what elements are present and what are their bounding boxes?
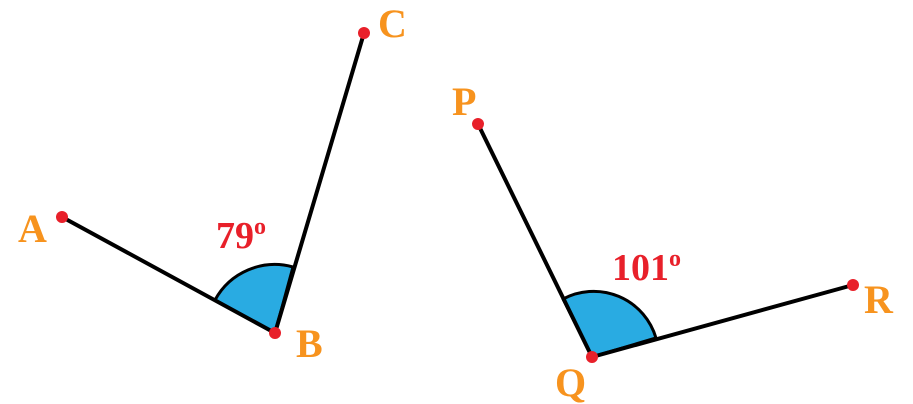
ray-bc <box>273 31 366 335</box>
label-a: A <box>18 206 47 251</box>
angle-b-sector <box>213 263 295 335</box>
label-r: R <box>864 277 894 322</box>
point-q <box>586 351 598 363</box>
point-c <box>358 27 370 39</box>
ray-ba <box>60 215 277 335</box>
ray-qp <box>476 122 594 359</box>
ray-qr <box>590 283 855 359</box>
angle-pqr-measure: 101o <box>612 246 681 289</box>
angle-pqr-figure: P Q R 101o <box>452 79 894 404</box>
point-r <box>847 279 859 291</box>
label-p: P <box>452 79 476 124</box>
angle-q-sector <box>561 289 658 359</box>
angle-abc-degree-mark: o <box>254 214 266 240</box>
angle-abc-value: 79 <box>216 215 254 257</box>
angle-abc-figure: A B C 79o <box>18 1 407 366</box>
label-b: B <box>296 321 323 366</box>
point-b <box>269 327 281 339</box>
label-q: Q <box>555 360 586 404</box>
angle-pqr-value: 101 <box>612 247 669 289</box>
label-c: C <box>378 1 407 46</box>
angle-pqr-degree-mark: o <box>669 246 681 272</box>
point-a <box>56 211 68 223</box>
angle-abc-measure: 79o <box>216 214 266 257</box>
point-p <box>472 118 484 130</box>
